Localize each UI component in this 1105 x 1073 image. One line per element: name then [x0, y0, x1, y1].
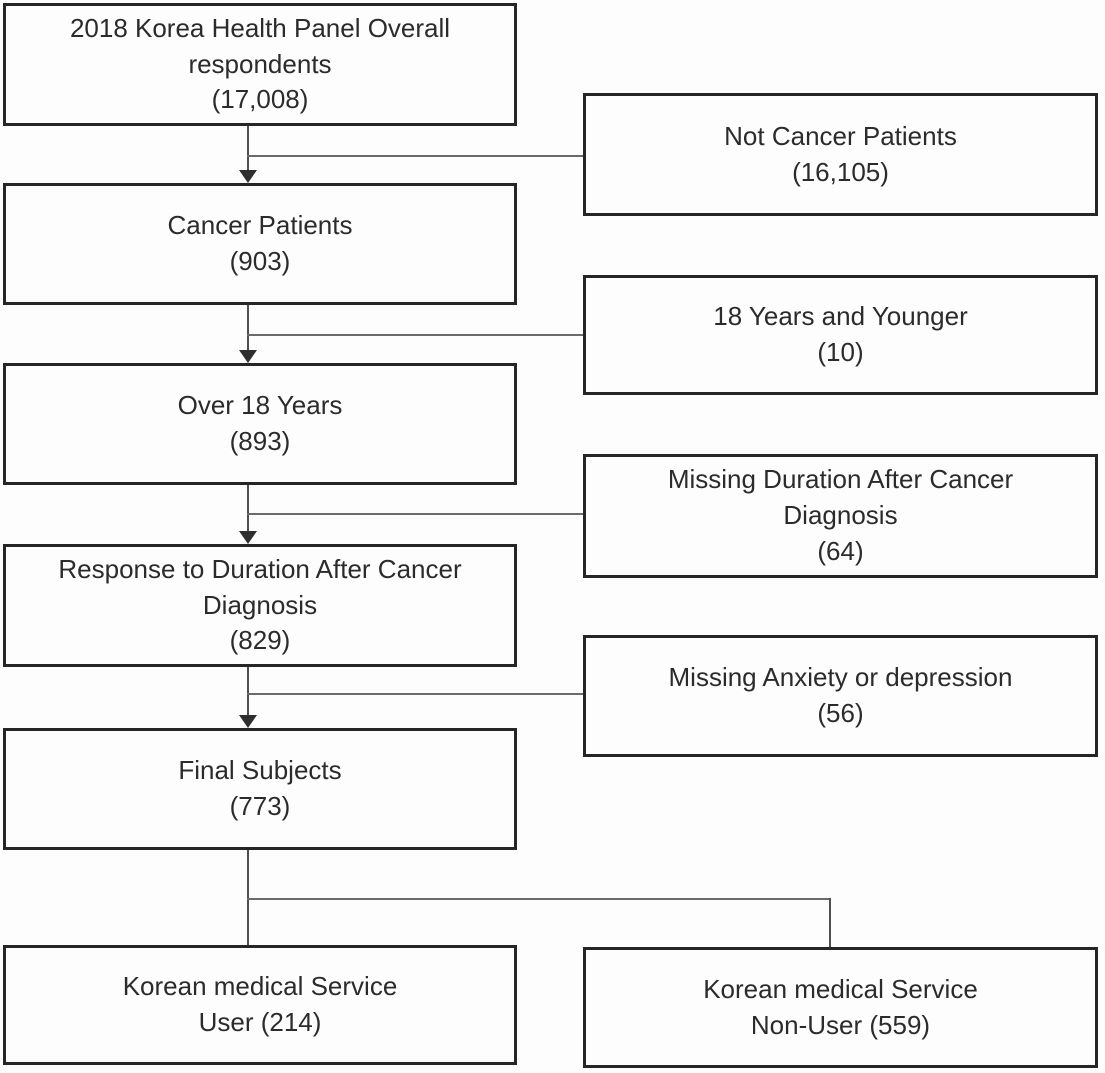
connector-branch-missing-anxiety [247, 693, 583, 695]
box-label: 2018 Korea Health Panel Overall responde… [69, 12, 451, 79]
box-count: (829) [229, 625, 291, 656]
connector-response-to-final-arrowhead [239, 715, 257, 728]
flow-box-missing-duration: Missing Duration After Cancer Diagnosis … [583, 454, 1098, 578]
box-count: (903) [229, 246, 291, 276]
connector-cancer-to-over18-line [247, 305, 249, 351]
connector-overall-to-cancer-line [247, 126, 249, 171]
box-count: User (214) [198, 1007, 322, 1037]
box-text: Missing Duration After Cancer Diagnosis … [616, 462, 1065, 570]
connector-over18-to-response-line [247, 485, 249, 532]
box-count: (10) [817, 337, 864, 367]
connector-split-horizontal [247, 898, 830, 900]
box-text: 2018 Korea Health Panel Overall responde… [36, 11, 484, 119]
box-label: Korean medical Service [122, 971, 398, 1002]
connector-split-to-nonuser-line [829, 898, 831, 947]
flow-box-service-nonuser: Korean medical Service Non-User (559) [583, 947, 1098, 1068]
box-count: (17,008) [211, 84, 309, 115]
connector-branch-younger [247, 334, 583, 336]
box-text: Final Subjects (773) [178, 753, 341, 825]
connector-branch-missing-duration [247, 513, 583, 515]
box-text: Over 18 Years (893) [178, 388, 343, 460]
flow-box-response-duration: Response to Duration After Cancer Diagno… [3, 544, 517, 667]
box-label: Missing Anxiety or depression [668, 662, 1013, 693]
box-label: Response to Duration After Cancer Diagno… [58, 553, 462, 620]
box-label: Final Subjects [178, 755, 342, 786]
flow-box-not-cancer-patients: Not Cancer Patients (16,105) [583, 93, 1098, 216]
box-label: Cancer Patients [167, 210, 353, 241]
connector-overall-to-cancer-arrowhead [239, 170, 257, 183]
connector-response-to-final-line [247, 667, 249, 716]
connector-final-to-user-line [247, 850, 249, 945]
flow-box-cancer-patients: Cancer Patients (903) [3, 183, 517, 305]
box-text: Cancer Patients (903) [168, 208, 353, 280]
connector-over18-to-response-arrowhead [239, 531, 257, 544]
box-label: Over 18 Years [177, 390, 343, 421]
flow-box-final-subjects: Final Subjects (773) [3, 728, 517, 850]
flow-box-over-18-years: Over 18 Years (893) [3, 363, 517, 485]
box-label: 18 Years and Younger [713, 301, 968, 332]
box-text: Korean medical Service User (214) [123, 969, 398, 1041]
box-count: (64) [817, 535, 864, 566]
box-text: Response to Duration After Cancer Diagno… [36, 552, 484, 660]
box-count: Non-User (559) [750, 1009, 931, 1040]
box-text: Missing Anxiety or depression (56) [669, 660, 1013, 732]
flow-box-18-and-younger: 18 Years and Younger (10) [583, 275, 1098, 395]
box-count: (56) [817, 698, 864, 728]
box-text: Korean medical Service Non-User (559) [703, 972, 978, 1044]
flow-box-missing-anxiety: Missing Anxiety or depression (56) [583, 635, 1098, 757]
flow-box-service-user: Korean medical Service User (214) [3, 945, 517, 1065]
box-count: (16,105) [792, 156, 889, 187]
connector-branch-not-cancer [247, 155, 583, 157]
box-text: 18 Years and Younger (10) [713, 299, 967, 371]
box-text: Not Cancer Patients (16,105) [724, 119, 957, 191]
box-count: (893) [229, 426, 291, 456]
box-count: (773) [229, 791, 291, 821]
connector-cancer-to-over18-arrowhead [239, 350, 257, 363]
box-label: Not Cancer Patients [724, 120, 957, 151]
flow-box-overall-respondents: 2018 Korea Health Panel Overall responde… [3, 3, 517, 126]
box-label: Korean medical Service [703, 973, 978, 1004]
box-label: Missing Duration After Cancer Diagnosis [667, 464, 1014, 531]
